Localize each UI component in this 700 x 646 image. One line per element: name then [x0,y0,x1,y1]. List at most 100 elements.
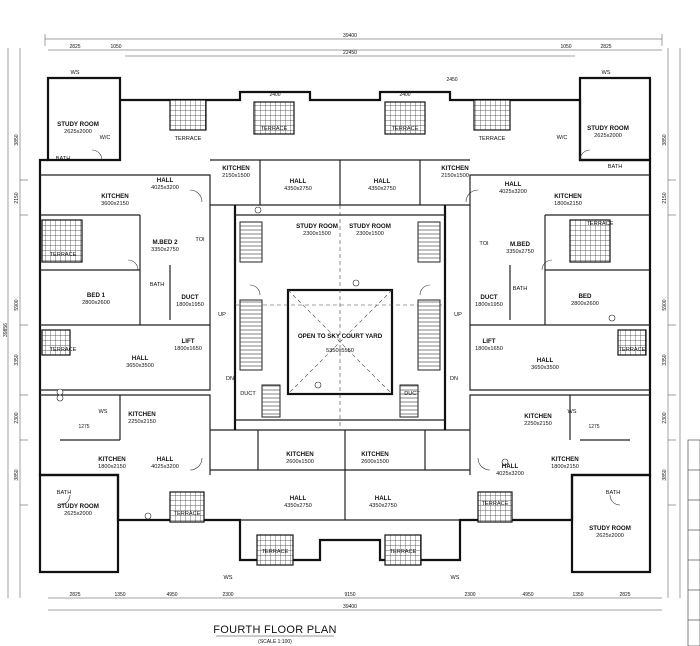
room-size-33: 1800x1950 [475,302,503,308]
label-terrace-3: TERRACE [392,126,419,132]
tiles-right-bed [569,219,611,263]
misc-labels: UP UP DN DN WS WS WS WS WS WS W/C W/C BA… [50,70,646,581]
stair-3 [417,221,441,263]
room-size-2: 2625x2000 [64,511,92,517]
room-name-14: HALL [157,177,174,184]
room-name-15: HALL [290,178,307,185]
dim-bottom-left-2: 1350 [114,592,125,598]
dim-top-right-1: 1050 [560,44,571,50]
dim-bottom-total: 39400 [343,604,357,610]
label-terrace-12: TERRACE [482,501,509,507]
dim-top-left-2: 1050 [110,44,121,50]
dim-bottom-right-1: 2825 [619,592,630,598]
tiles-left-bed [41,219,83,263]
dim-right-5: 2300 [662,412,668,423]
room-name-3: STUDY ROOM [589,525,631,532]
stair-2 [239,299,263,371]
room-name-27: BED [578,293,592,300]
room-name-10: KITCHEN [98,456,126,463]
stair-4 [417,299,441,371]
label-duct-small-1: DUCT [240,391,256,397]
dim-bottom-left-1: 2825 [69,592,80,598]
stair-6 [399,384,419,418]
label-terrace-8: TERRACE [619,347,646,353]
label-ws-3: WS [98,409,107,415]
dim-bottom-right-2: 1350 [572,592,583,598]
label-terrace-10: TERRACE [262,549,289,555]
room-name-1: STUDY ROOM [587,125,629,132]
room-size-31: 1800x1650 [475,346,503,352]
room-size-32: 1800x1950 [176,302,204,308]
room-name-8: KITCHEN [128,411,156,418]
room-size-4: 2150x1500 [222,173,250,179]
room-name-5: KITCHEN [441,165,469,172]
room-name-29: STUDY ROOM [349,223,391,230]
plan-title: FOURTH FLOOR PLAN [213,624,336,636]
plan-scale: (SCALE 1:100) [258,639,292,645]
room-name-33: DUCT [480,294,497,301]
tiles-left-mid [41,329,71,356]
dim-right-1: 3850 [662,134,668,145]
label-bath-1: BATH [56,156,71,162]
title-strip [687,439,700,646]
room-size-14: 4025x3200 [151,185,179,191]
room-name-22: HALL [290,495,307,502]
dim-left-2: 2150 [14,192,20,203]
room-size-18: 3650x3500 [126,363,154,369]
label-ws-1: WS [70,70,79,76]
tiles-right-mid [617,329,647,356]
room-size-3: 2625x2000 [596,533,624,539]
stair-5 [261,384,281,418]
room-name-19: HALL [537,357,554,364]
dim-top-left-1: 2825 [69,44,80,50]
room-size-12: 2600x1500 [286,459,314,465]
dim-bottom-right-3: 4950 [522,592,533,598]
room-size-24: 3350x2750 [151,247,179,253]
dim-right-4: 3350 [662,354,668,365]
column-markers [56,206,616,520]
room-size-22: 4350x2750 [284,503,312,509]
label-up-right: UP [454,312,462,318]
label-terrace-5: TERRACE [50,252,77,258]
dim-left-3: 5900 [14,299,20,310]
dim-right-2: 2150 [662,192,668,203]
label-terrace-9: TERRACE [174,511,201,517]
room-name-31: LIFT [482,338,495,345]
room-name-25: M.BED [510,241,530,248]
room-name-9: KITCHEN [524,413,552,420]
room-size-13: 2600x1500 [361,459,389,465]
dim-left-4: 3350 [14,354,20,365]
room-name-23: HALL [375,495,392,502]
dim-wc-left: 1275 [78,424,89,430]
dim-top-mid-right: 2400 [399,92,410,98]
label-bath-2: BATH [608,164,623,170]
room-name-13: KITCHEN [361,451,389,458]
dim-top-inner: 22450 [343,50,357,56]
label-terrace-1: TERRACE [175,136,202,142]
terrace-top-left [169,99,207,131]
room-size-19: 3650x3500 [531,365,559,371]
label-terrace-6: TERRACE [587,221,614,227]
title-block: FOURTH FLOOR PLAN (SCALE 1:100) [213,624,336,645]
dim-top-right-2: 2825 [600,44,611,50]
room-name-11: KITCHEN [551,456,579,463]
door-swings [59,149,621,506]
room-name-26: BED 1 [87,292,106,299]
room-size-9: 2250x2150 [524,421,552,427]
room-size-17: 4025x3200 [499,189,527,195]
label-bath-4: BATH [606,490,621,496]
label-ws-5: WS [223,575,232,581]
stair-1 [239,221,263,263]
terrace-bottom-right [477,491,513,523]
label-wc-2: W/C [557,135,568,141]
dim-right-6: 3850 [662,469,668,480]
room-size-11: 1800x2150 [551,464,579,470]
label-terrace-2: TERRACE [261,126,288,132]
dim-left-1: 3850 [14,134,20,145]
label-terrace-7: TERRACE [50,347,77,353]
label-ws-6: WS [450,575,459,581]
room-size-30: 1800x1650 [174,346,202,352]
dimension-labels: 39400 22450 2825 1050 1050 2825 2450 240… [3,33,668,610]
room-name-18: HALL [132,355,149,362]
room-size-23: 4350x2750 [369,503,397,509]
